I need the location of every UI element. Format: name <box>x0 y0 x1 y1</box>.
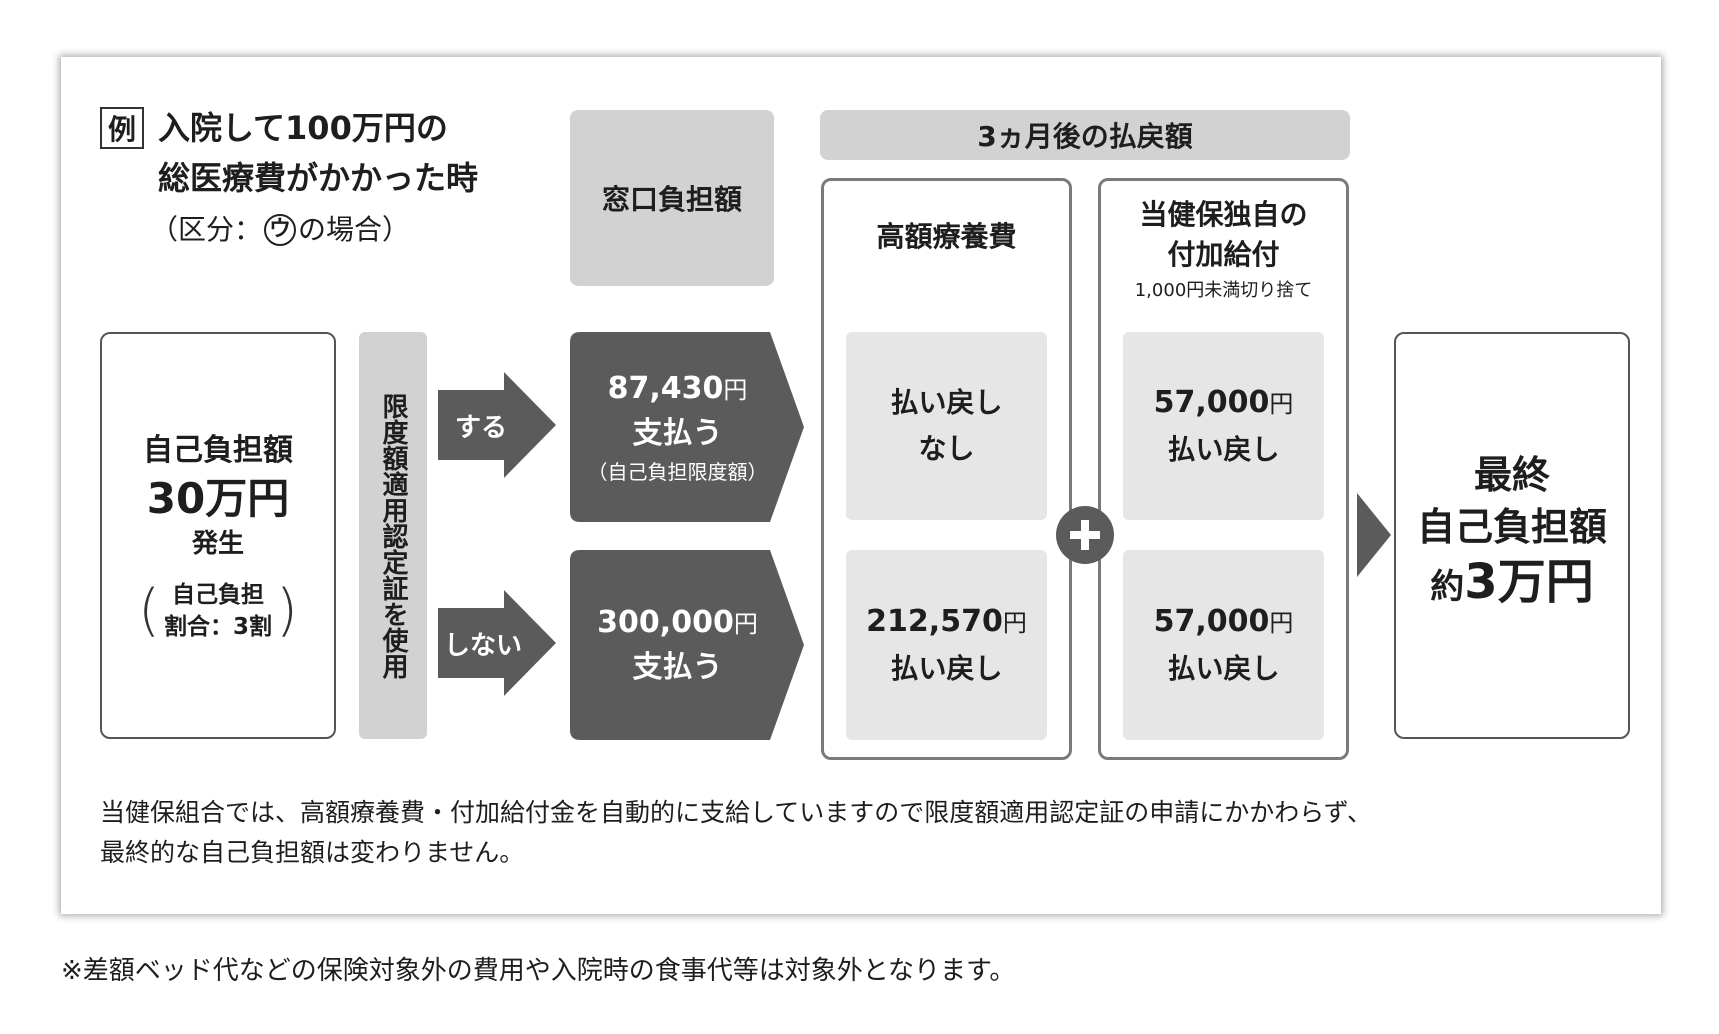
ratio-line2: 割合：3割 <box>163 613 272 640</box>
pay-yes-action: 支払う <box>632 415 723 451</box>
example-badge: 例 <box>100 107 144 149</box>
category-circle-mark: ウ <box>264 214 297 246</box>
footnote-line2: 最終的な自己負担額は変わりません。 <box>100 838 525 867</box>
example-title-line1: 入院して100万円の <box>158 109 448 147</box>
pay-yes-unit: 円 <box>723 375 748 404</box>
kougaku-title: 高額療養費 <box>876 220 1017 253</box>
fuka-title-line1: 当健保独自の <box>1139 198 1308 231</box>
arrow-no-shape <box>438 590 556 696</box>
arrow-yes-polygon <box>438 372 556 478</box>
example-badge-text: 例 <box>107 113 136 146</box>
pay-no-content: 300,000円 支払う <box>570 550 785 740</box>
final-line2: 自己負担額 <box>1416 505 1607 549</box>
pay-no-unit: 円 <box>733 609 758 638</box>
pay-yes-content: 87,430円 支払う （自己負担限度額） <box>570 332 785 522</box>
pay-no-amount: 300,000 <box>597 604 734 640</box>
self-burden-box: 自己負担額 30万円 発生 ( 自己負担 割合：3割 ) <box>100 332 336 739</box>
self-burden-ratio: ( 自己負担 割合：3割 ) <box>138 579 298 643</box>
fuka-no-amount-line: 57,000円 <box>1154 599 1294 646</box>
fuka-yes-amount: 57,000 <box>1153 384 1270 420</box>
pay-yes-path <box>570 332 804 522</box>
final-prefix: 約 <box>1430 567 1465 607</box>
arrow-no-polygon <box>438 590 556 696</box>
final-amount-line: 約3万円 <box>1430 553 1593 622</box>
fuka-title-line2: 付加給付 <box>1167 238 1280 271</box>
pay-no-amount-line: 300,000円 <box>597 601 758 646</box>
refund-header: 3ヵ月後の払戻額 <box>820 110 1350 160</box>
category-prefix: （区分： <box>150 213 263 246</box>
fuka-yes-box: 57,000円 払い戻し <box>1123 332 1324 520</box>
paren-left: ( <box>138 577 160 643</box>
example-category: （区分： ウ の場合） <box>150 210 410 250</box>
pay-yes-note: （自己負担限度額） <box>587 459 768 484</box>
category-suffix: の場合） <box>298 213 411 246</box>
disclaimer: ※差額ベッド代などの保険対象外の費用や入院時の食事代等は対象外となります。 <box>61 956 1016 986</box>
refund-header-label: 3ヵ月後の払戻額 <box>977 120 1193 153</box>
ratio-line1: 自己負担 <box>171 581 264 608</box>
self-burden-label: 自己負担額 <box>143 432 293 468</box>
fuka-yes-action: 払い戻し <box>1167 432 1280 466</box>
certificate-bar: 限度額適用認定証を使用 <box>359 332 427 739</box>
final-line1: 最終 <box>1473 453 1550 497</box>
self-burden-amount: 30万円 <box>146 473 290 523</box>
final-box: 最終 自己負担額 約3万円 <box>1394 332 1630 739</box>
fuka-yes-unit: 円 <box>1269 389 1294 418</box>
kougaku-no-amount: 212,570 <box>866 603 1003 639</box>
fuka-no-action: 払い戻し <box>1167 651 1280 685</box>
pay-no-path <box>570 550 804 740</box>
fuka-no-amount: 57,000 <box>1153 603 1270 639</box>
arrow-yes-shape <box>438 372 556 478</box>
kougaku-no-unit: 円 <box>1002 608 1027 637</box>
arrow-yes-label: する <box>454 412 507 443</box>
pay-no-shape <box>570 550 804 740</box>
plus-icon <box>1056 506 1114 564</box>
fuka-no-box: 57,000円 払い戻し <box>1123 550 1324 740</box>
window-header: 窓口負担額 <box>570 110 774 286</box>
kougaku-yes-line2: なし <box>918 432 975 465</box>
pay-yes-shape <box>570 332 804 522</box>
arrow-no-label: しない <box>443 630 522 661</box>
final-arrow-polygon <box>1357 493 1391 577</box>
pay-yes-amount-line: 87,430円 <box>608 367 748 412</box>
final-arrow-icon <box>1357 493 1391 577</box>
fuka-yes-amount-line: 57,000円 <box>1154 380 1294 427</box>
example-title-line2: 総医療費がかかった時 <box>158 159 479 197</box>
footnote-line1: 当健保組合では、高額療養費・付加給付金を自動的に支給していますので限度額適用認定… <box>100 798 1373 827</box>
final-amount: 3万円 <box>1464 554 1594 610</box>
kougaku-no-amount-line: 212,570円 <box>866 599 1027 646</box>
plus-icon-vertical <box>1081 520 1089 550</box>
fuka-title: 当健保独自の 付加給付 1,000円未満切り捨て <box>1101 190 1346 310</box>
ratio-text: 自己負担 割合：3割 <box>164 579 272 643</box>
certificate-label: 限度額適用認定証を使用 <box>378 392 408 679</box>
kougaku-yes-line1: 払い戻し <box>890 386 1003 419</box>
kougaku-no-box: 212,570円 払い戻し <box>846 550 1047 740</box>
fuka-note: 1,000円未満切り捨て <box>1134 280 1313 301</box>
paren-right: ) <box>276 577 298 643</box>
window-header-label: 窓口負担額 <box>601 183 742 216</box>
pay-yes-amount: 87,430 <box>607 370 724 406</box>
kougaku-no-action: 払い戻し <box>890 651 1003 685</box>
fuka-no-unit: 円 <box>1269 608 1294 637</box>
pay-no-action: 支払う <box>632 649 723 685</box>
kougaku-yes-box: 払い戻し なし <box>846 332 1047 520</box>
self-burden-occur: 発生 <box>191 528 244 559</box>
